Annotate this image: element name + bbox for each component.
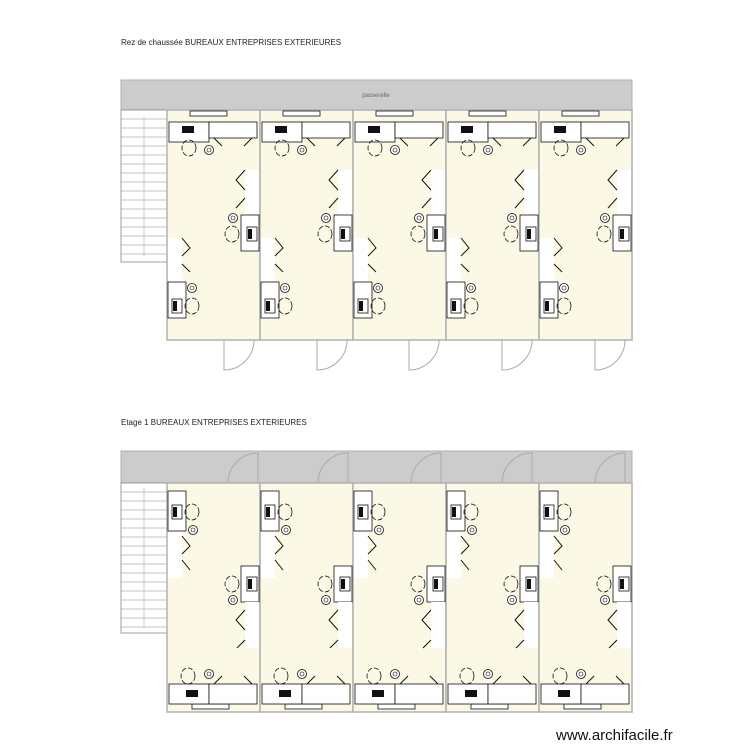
ground-doors (223, 339, 626, 371)
first-floor-doors (227, 452, 626, 484)
corridor-top (120, 450, 633, 484)
first-floor-plan (120, 450, 633, 713)
watermark: www.archifacile.fr (556, 727, 673, 744)
ground-offices (166, 109, 633, 341)
staircase (120, 109, 168, 263)
ground-floor-title: Rez de chaussée BUREAUX ENTREPRISES EXTE… (121, 38, 342, 47)
first-floor-title: Etage 1 BUREAUX ENTREPRISES EXTERIEURES (121, 418, 307, 427)
staircase-first-floor (120, 482, 168, 634)
ground-floor-plan: passerelle (120, 79, 633, 371)
corridor-label: passerelle (362, 93, 390, 99)
corridor-passerelle (120, 79, 633, 111)
